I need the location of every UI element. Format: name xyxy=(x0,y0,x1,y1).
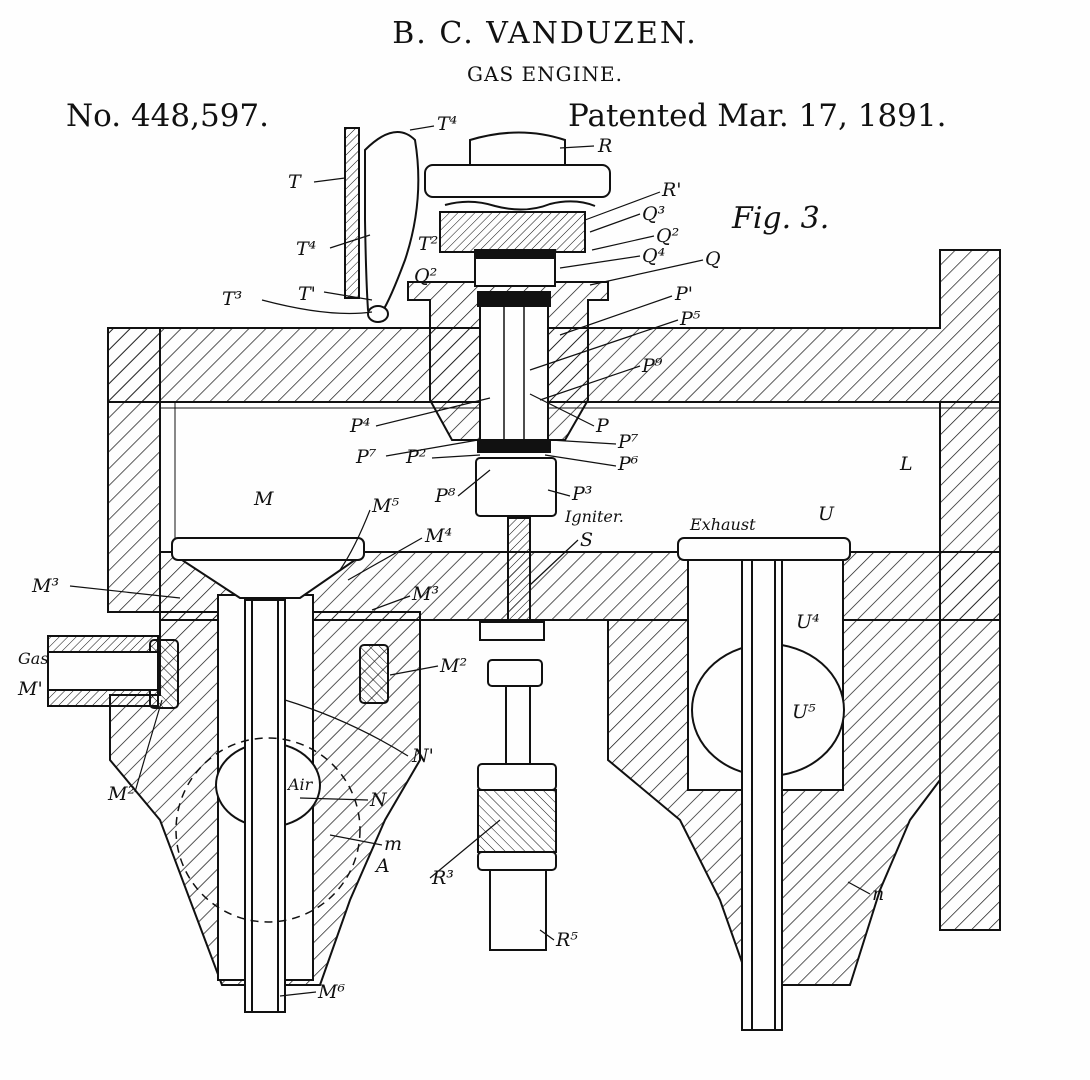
label-m: m xyxy=(384,833,402,855)
label-P7b: P⁷ xyxy=(617,431,639,453)
patent-date: Patented Mar. 17, 1891. xyxy=(568,98,947,134)
label-S: S xyxy=(580,529,593,551)
label-Q4: Q⁴ xyxy=(642,245,665,267)
label-P9: P⁹ xyxy=(641,355,663,377)
igniter-plug xyxy=(407,131,611,517)
tube-assembly xyxy=(344,127,420,323)
label-M2a: M² xyxy=(439,655,467,677)
label-U: U xyxy=(818,503,835,525)
label-P: P xyxy=(595,415,610,437)
note-gas: Gas xyxy=(18,649,49,668)
label-M3b: M³ xyxy=(411,583,439,605)
leader-lines xyxy=(69,125,871,997)
label-Q3: Q³ xyxy=(642,203,665,225)
label-P1: P' xyxy=(674,283,693,305)
label-N: N xyxy=(369,789,388,811)
label-R1: R' xyxy=(661,179,682,201)
label-R5: R⁵ xyxy=(555,929,578,951)
label-L: L xyxy=(899,453,913,475)
label-P7a: P⁷ xyxy=(355,446,377,468)
label-T3: T³ xyxy=(222,288,242,310)
label-P8: P⁸ xyxy=(434,485,456,507)
label-U5: U⁵ xyxy=(792,701,816,723)
label-T1: T' xyxy=(298,283,316,305)
figure-label: Fig. 3. xyxy=(731,201,829,236)
label-R: R xyxy=(597,135,612,157)
label-Q2b: Q² xyxy=(414,265,437,287)
label-n: n xyxy=(872,883,884,905)
patent-number: No. 448,597. xyxy=(66,98,269,134)
label-M: M xyxy=(253,488,274,510)
label-M2b: M² xyxy=(107,783,135,805)
label-P6: P⁶ xyxy=(617,453,639,475)
label-T2: T² xyxy=(418,233,438,255)
patent-title: GAS ENGINE. xyxy=(467,62,623,86)
label-N1: N' xyxy=(411,745,434,767)
label-M3a: M³ xyxy=(31,575,59,597)
reference-letters: R R' Q³ Q² Q⁴ Q Q² T T⁴ T⁴ T² T' T³ P' P… xyxy=(17,113,913,1003)
inlet-valve-housing xyxy=(109,537,421,1013)
label-Q: Q xyxy=(705,248,721,270)
label-R3: R³ xyxy=(431,867,454,889)
note-exhaust: Exhaust xyxy=(689,515,756,534)
note-igniter: Igniter. xyxy=(564,507,624,526)
label-A: A xyxy=(374,855,390,877)
gas-pipe xyxy=(47,635,159,707)
igniter-rod xyxy=(477,517,557,951)
label-P3: P³ xyxy=(571,483,592,505)
label-T4a: T⁴ xyxy=(437,113,457,135)
inventor-name: B. C. VANDUZEN. xyxy=(392,16,698,51)
label-M5: M⁵ xyxy=(371,495,399,517)
label-T: T xyxy=(288,171,302,193)
label-T4b: T⁴ xyxy=(296,238,316,260)
label-M1: M' xyxy=(17,678,43,700)
note-air: Air xyxy=(286,775,314,794)
label-U4: U⁴ xyxy=(796,611,820,633)
exhaust-valve-housing xyxy=(607,537,941,1031)
label-M6: M⁶ xyxy=(317,981,345,1003)
label-P4: P⁴ xyxy=(349,415,370,437)
label-Q2a: Q² xyxy=(656,225,679,247)
label-P5: P⁵ xyxy=(679,308,701,330)
label-M4: M⁴ xyxy=(424,525,452,547)
